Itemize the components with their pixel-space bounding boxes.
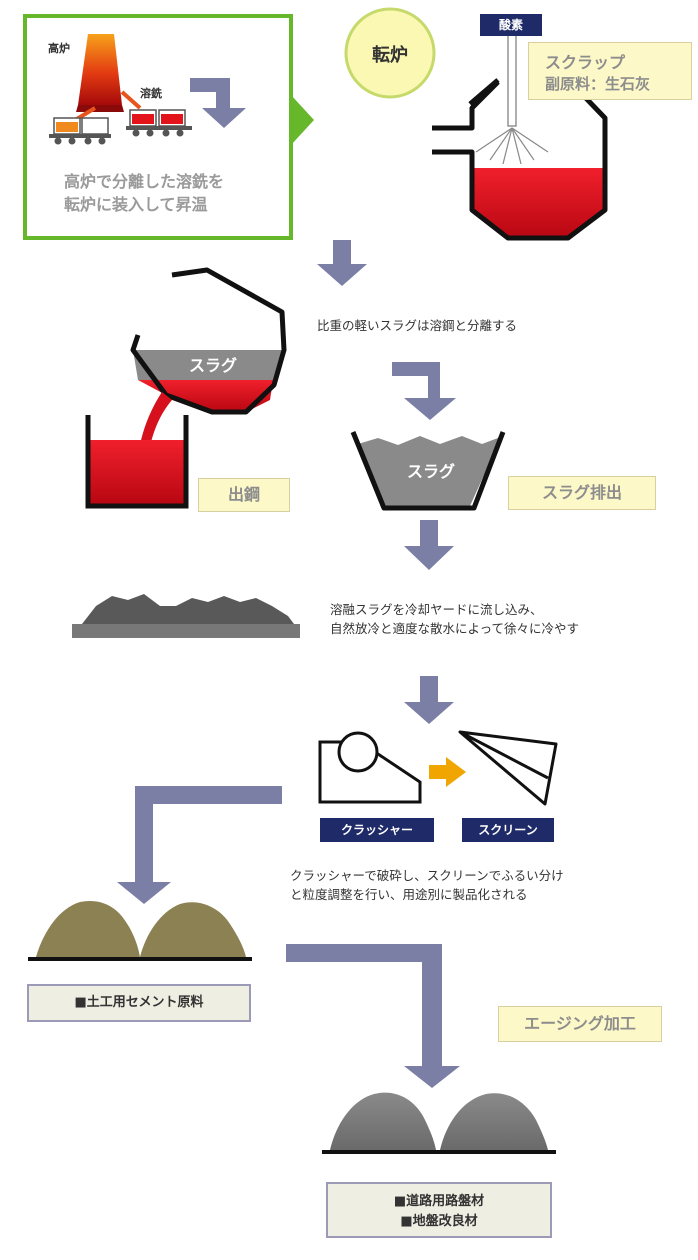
tapping-stream xyxy=(140,392,172,446)
cement-pile-right xyxy=(140,902,246,957)
road-ground xyxy=(322,1150,556,1154)
oxygen-lance xyxy=(507,33,517,127)
crusher-roller xyxy=(337,731,379,773)
cement-ground xyxy=(28,957,252,961)
converter-rim-left xyxy=(468,78,500,106)
flow-arrow-3 xyxy=(404,520,454,570)
scrap-label: スクラップ xyxy=(545,53,626,72)
cement-pile-left xyxy=(36,900,140,957)
screen xyxy=(458,730,558,806)
road-base-item: ■道路用路盤材 xyxy=(393,1194,485,1209)
flow-arrow-4 xyxy=(404,676,454,724)
crusher-to-screen-arrow xyxy=(429,757,466,787)
molten-iron-label: 溶銑 xyxy=(140,87,162,100)
flow-arrow-2 xyxy=(392,362,456,420)
ladle-molten-steel xyxy=(138,380,273,412)
flow-arrow-to-road xyxy=(286,944,460,1088)
screen-tag: スクリーン xyxy=(462,818,554,842)
crusher-tag: クラッシャー xyxy=(320,818,434,842)
steel-receiving-ladle-fill xyxy=(88,440,186,504)
intro-caption-line2: 転炉に装入して昇温 xyxy=(64,195,208,214)
oxygen-tag: 酸素 xyxy=(480,14,542,36)
tilting-ladle xyxy=(130,267,287,415)
slag-pot xyxy=(350,431,506,511)
converter-vessel xyxy=(432,80,608,241)
slag-pot-fill xyxy=(358,436,498,506)
converter-badge-label: 転炉 xyxy=(372,45,408,66)
converter-badge xyxy=(344,7,436,99)
intro-caption-line1: 高炉で分離した溶銑を xyxy=(64,172,225,191)
torpedo-car-left-2 xyxy=(81,117,109,135)
blast-furnace-base xyxy=(76,105,124,112)
pot-slag-label: スラグ xyxy=(406,462,455,481)
blast-furnace xyxy=(78,34,122,105)
separation-note: 比重の軽いスラグは溶鋼と分離する xyxy=(317,318,518,333)
flow-arrow-1 xyxy=(317,240,367,286)
aging-label: エージング加工 xyxy=(498,1006,662,1042)
ladle-slag-label: スラグ xyxy=(188,356,237,375)
blast-furnace-label: 高炉 xyxy=(48,42,70,55)
tapping-label: 出鋼 xyxy=(198,478,290,512)
slag-discharge-label: スラグ排出 xyxy=(508,476,656,510)
intro-flow-arrow xyxy=(190,78,246,128)
steel-receiving-ladle xyxy=(85,415,189,509)
cement-product-box: ■土工用セメント原料 xyxy=(27,984,251,1022)
panel-pointer-arrow xyxy=(291,95,314,145)
road-pile-right xyxy=(440,1093,548,1150)
cooling-description: 溶融スラグを冷却ヤードに流し込み、 自然放冷と適度な散水によって徐々に冷やす xyxy=(330,602,580,636)
flow-arrow-to-cement xyxy=(117,786,282,904)
scrap-box: スクラップ 副原料：生石灰 xyxy=(528,42,692,100)
road-pile-left xyxy=(330,1092,436,1150)
ladle-slag-layer xyxy=(133,350,282,380)
oxygen-spray xyxy=(475,127,549,165)
cooling-yard-floor xyxy=(72,624,300,638)
road-product-box: ■道路用路盤材 ■地盤改良材 xyxy=(326,1182,552,1238)
cooled-slag-mass xyxy=(82,594,294,624)
iron-stream-right xyxy=(120,90,142,110)
processing-description: クラッシャーで破砕し、スクリーンでふるい分け と粒度調整を行い、用途別に製品化さ… xyxy=(290,868,564,902)
sub-material-label: 副原料：生石灰 xyxy=(545,75,651,93)
converter-molten-steel xyxy=(472,168,605,238)
ground-improvement-item: ■地盤改良材 xyxy=(400,1214,478,1229)
